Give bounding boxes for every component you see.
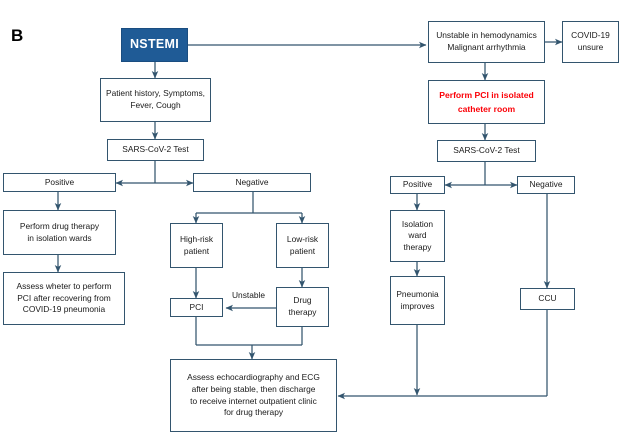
- node-assess-pci-recovery: Assess wheter to perform PCI after recov…: [3, 272, 125, 325]
- edge-label-unstable: Unstable: [231, 290, 267, 300]
- node-low-risk-patient: Low-risk patient: [276, 223, 329, 268]
- node-high-risk-patient: High-risk patient: [170, 223, 223, 268]
- node-positive-right: Positive: [390, 176, 445, 194]
- node-nstemi: NSTEMI: [121, 28, 188, 62]
- node-isolation-ward-therapy: Isolation ward therapy: [390, 210, 445, 262]
- node-negative-left: Negative: [193, 173, 311, 192]
- node-negative-right: Negative: [517, 176, 575, 194]
- panel-label: B: [11, 26, 24, 45]
- node-perform-pci-isolated: Perform PCI in isolated catheter room: [428, 80, 545, 124]
- node-drug-therapy-isolation: Perform drug therapy in isolation wards: [3, 210, 116, 255]
- node-covid-unsure: COVID-19 unsure: [562, 21, 619, 63]
- node-sars-test-left: SARS-CoV-2 Test: [107, 139, 204, 161]
- node-ccu: CCU: [520, 288, 575, 310]
- node-unstable-hemodynamics: Unstable in hemodynamics Malignant arrhy…: [428, 21, 545, 63]
- node-patient-history: Patient history, Symptoms, Fever, Cough: [100, 78, 211, 122]
- node-positive-left: Positive: [3, 173, 116, 192]
- node-pneumonia-improves: Pneumonia improves: [390, 276, 445, 325]
- node-sars-test-right: SARS-CoV-2 Test: [437, 140, 536, 162]
- node-drug-therapy: Drug therapy: [276, 287, 329, 327]
- node-pci: PCI: [170, 298, 223, 317]
- node-assess-echocardiography: Assess echocardiography and ECG after be…: [170, 359, 337, 432]
